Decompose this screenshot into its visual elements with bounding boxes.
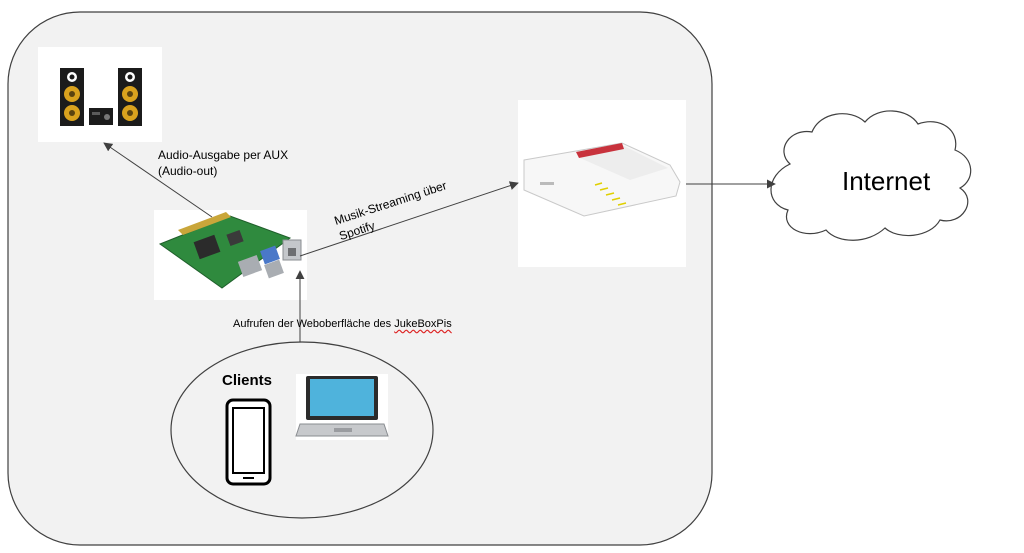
- internet-cloud: [770, 110, 972, 241]
- clients-group: [170, 341, 434, 519]
- clients-title: Clients: [222, 372, 273, 389]
- audio-output-label: Audio-Ausgabe per AUX (Audio-out): [158, 147, 288, 179]
- speaker-left: [60, 68, 84, 126]
- webui-label-product-name: JukeBoxPis: [394, 318, 452, 330]
- webui-label: Aufrufen der Weboberfläche des JukeBoxPi…: [233, 316, 452, 332]
- audio-output-label-line1: Audio-Ausgabe per AUX: [158, 148, 289, 162]
- speakers: [38, 47, 162, 142]
- audio-connection-arrow: [103, 142, 213, 218]
- stereo-amplifier: [89, 108, 113, 125]
- webui-label-text: Aufrufen der Weboberfläche des: [233, 318, 395, 330]
- internet-label: Internet: [842, 166, 931, 196]
- laptop-icon: [295, 374, 389, 440]
- smartphone-icon: [225, 398, 272, 486]
- audio-output-label-line2: (Audio-out): [158, 164, 218, 178]
- streaming-connection-arrow: [299, 181, 519, 257]
- speaker-right: [118, 68, 142, 126]
- raspberry-pi: [154, 210, 307, 300]
- router: [518, 100, 686, 267]
